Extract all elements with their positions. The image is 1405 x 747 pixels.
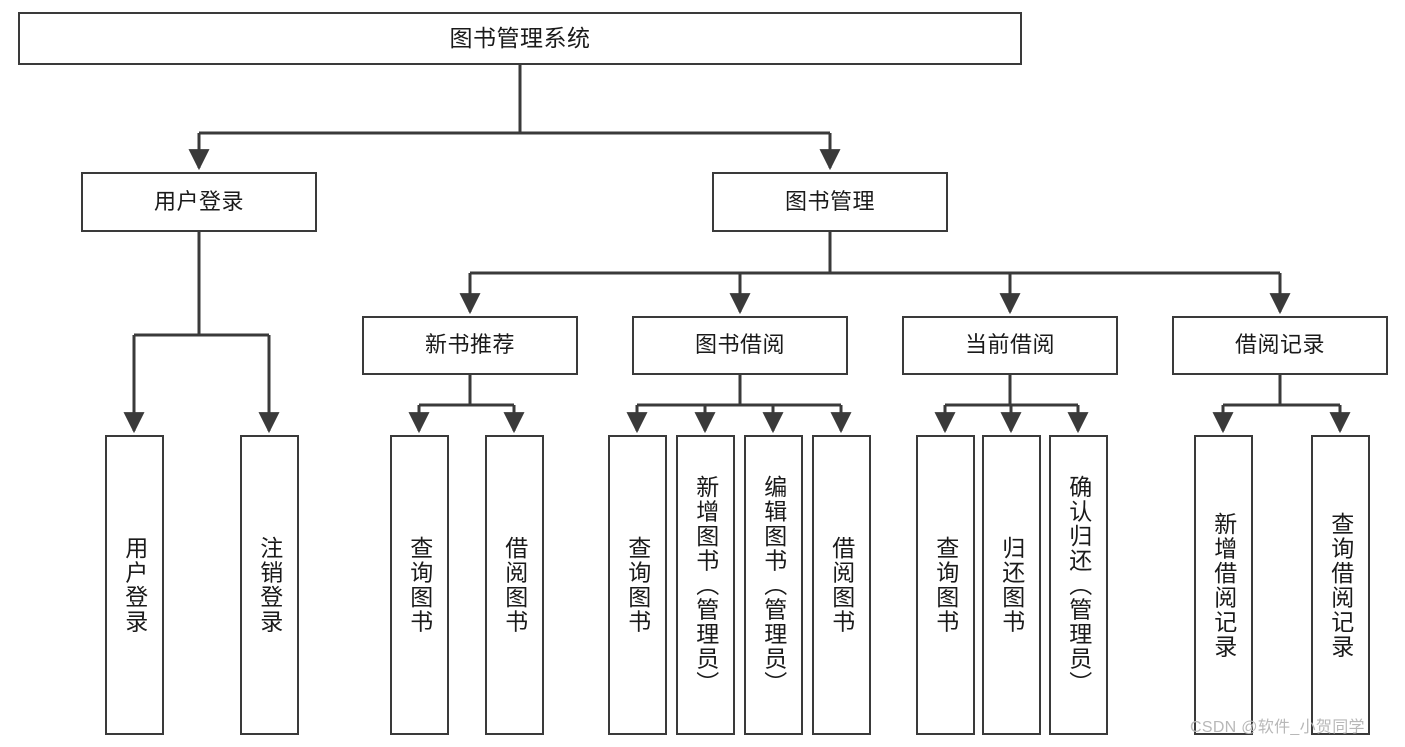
node-leaf-borrowrecord-query-record[interactable]: 查询借阅记录 <box>1311 435 1370 735</box>
node-leaf-bookborrow-query-books[interactable]: 查询图书 <box>608 435 667 735</box>
node-leaf-newbook-borrow-books[interactable]: 借阅图书 <box>485 435 544 735</box>
node-leaf-user-login[interactable]: 用户登录 <box>105 435 164 735</box>
node-label: 图书管理系统 <box>449 24 591 51</box>
node-label: 用户登录 <box>121 536 148 634</box>
node-leaf-bookborrow-borrow-books[interactable]: 借阅图书 <box>812 435 871 735</box>
node-label: 确认归还（管理员） <box>1065 474 1092 696</box>
node-leaf-newbook-query-books[interactable]: 查询图书 <box>390 435 449 735</box>
node-root-library-system[interactable]: 图书管理系统 <box>18 12 1022 65</box>
node-label: 新增图书（管理员） <box>692 474 719 696</box>
node-label: 图书管理 <box>784 188 875 214</box>
node-leaf-bookborrow-add-book-admin[interactable]: 新增图书（管理员） <box>676 435 735 735</box>
node-leaf-logout[interactable]: 注销登录 <box>240 435 299 735</box>
node-current-borrow[interactable]: 当前借阅 <box>902 316 1118 375</box>
node-book-borrow[interactable]: 图书借阅 <box>632 316 848 375</box>
node-leaf-currentborrow-return-books[interactable]: 归还图书 <box>982 435 1041 735</box>
node-label: 查询图书 <box>932 536 959 634</box>
node-leaf-bookborrow-edit-book-admin[interactable]: 编辑图书（管理员） <box>744 435 803 735</box>
node-book-management[interactable]: 图书管理 <box>712 172 948 232</box>
node-label: 用户登录 <box>153 188 244 214</box>
node-label: 查询图书 <box>624 536 651 634</box>
node-label: 编辑图书（管理员） <box>760 474 787 696</box>
node-new-book-recommend[interactable]: 新书推荐 <box>362 316 578 375</box>
csdn-watermark: CSDN @软件_小贺同学 <box>1190 719 1365 736</box>
node-label: 新增借阅记录 <box>1210 511 1237 659</box>
node-leaf-currentborrow-confirm-return-admin[interactable]: 确认归还（管理员） <box>1049 435 1108 735</box>
node-user-login[interactable]: 用户登录 <box>81 172 317 232</box>
node-label: 查询图书 <box>406 536 433 634</box>
node-label: 查询借阅记录 <box>1327 511 1354 659</box>
node-label: 当前借阅 <box>964 332 1055 358</box>
node-label: 图书借阅 <box>694 332 785 358</box>
node-label: 借阅图书 <box>828 536 855 634</box>
node-label: 注销登录 <box>256 536 283 634</box>
node-leaf-borrowrecord-add-record[interactable]: 新增借阅记录 <box>1194 435 1253 735</box>
node-label: 借阅记录 <box>1234 332 1325 358</box>
node-label: 借阅图书 <box>501 536 528 634</box>
node-label: 归还图书 <box>998 536 1025 634</box>
node-leaf-currentborrow-query-books[interactable]: 查询图书 <box>916 435 975 735</box>
node-borrow-record[interactable]: 借阅记录 <box>1172 316 1388 375</box>
node-label: 新书推荐 <box>424 332 515 358</box>
